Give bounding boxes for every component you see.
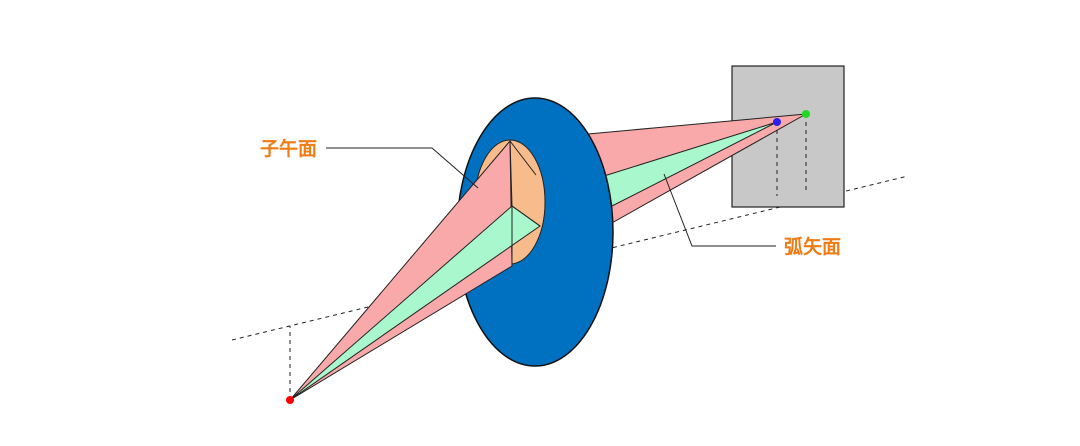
meridional-plane-label: 子午面 (260, 137, 317, 160)
beam-edge-upper (509, 140, 513, 207)
meridional-beam-object-side (289, 139, 513, 401)
sagittal-plane-label: 弧矢面 (784, 235, 841, 258)
sagittal-focus-point (773, 118, 781, 126)
beam-edge-upper-right (509, 140, 537, 176)
beam-edge-aperture (511, 205, 541, 227)
meridional-focus-point (802, 110, 810, 118)
meridional-leader-line (326, 147, 479, 189)
sagittal-leader-line (663, 173, 776, 247)
object-point (286, 396, 294, 404)
